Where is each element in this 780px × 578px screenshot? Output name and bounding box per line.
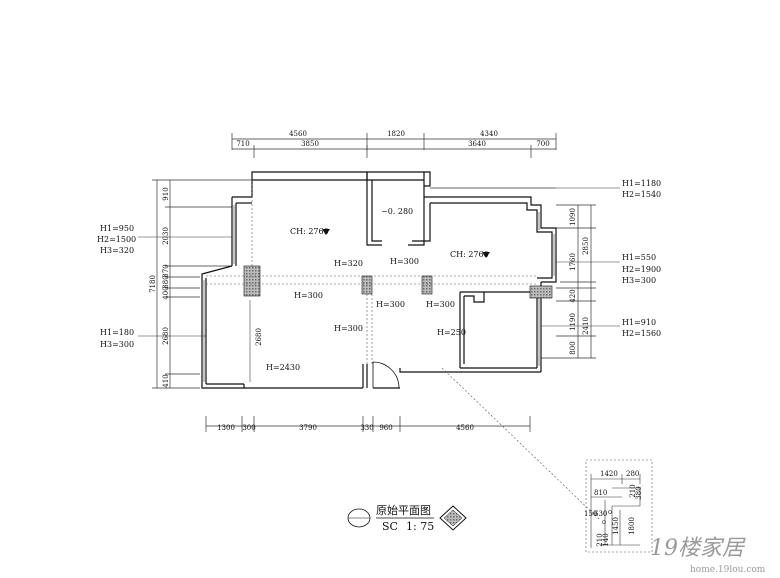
north-diamond-icon [439,505,467,531]
dim-bottom-3790: 3790 [299,424,317,432]
ceiling-height-right: CH: 2760 [450,250,489,259]
dim-left-370: 370 [162,264,170,277]
dim-wall-2680: 2680 [255,328,263,346]
detail-dim-210-a: 210 [596,533,604,546]
right-window-3-h2: H2=1560 [622,329,661,338]
dim-top-710: 710 [236,140,249,148]
detail-dim-1450: 1450 [612,517,620,535]
dim-left-910: 910 [162,187,170,200]
dim-left-2030: 2030 [162,227,170,245]
dim-top-3640: 3640 [468,140,486,148]
detail-dim-140: 140 [602,533,610,546]
dim-bottom-960: 960 [379,424,392,432]
ceiling-marker-right-icon [482,252,490,258]
right-window-1-h2: H2=1540 [622,190,661,199]
detail-dim-810: 810 [594,489,607,497]
left-window-1-h1: H1=950 [100,224,134,233]
dim-right-2850: 2850 [582,237,590,255]
detail-dim-210-b: 210 [629,484,637,497]
door-height-2430: H=2430 [266,363,300,372]
detail-dim-380: 380 [635,486,643,499]
dim-bottom-4560: 4560 [456,424,474,432]
beam-height-300-a: H=300 [390,257,419,266]
right-window-3-h1: H1=910 [622,318,656,327]
floor-level-label: −0. 280 [381,207,413,216]
right-window-2-h2: H2=1900 [622,265,661,274]
right-window-2-h3: H3=300 [622,276,656,285]
dim-bottom-1300: 1300 [217,424,235,432]
dim-right-1190: 1190 [569,313,577,331]
bottom-dimension-chain [205,416,531,432]
right-window-2-h1: H1=550 [622,253,656,262]
dim-left-380: 380 [162,275,170,288]
beam-lines [206,180,601,521]
drawing-title: 原始平面图 [376,503,431,517]
top-dimension-chains [231,133,557,158]
dim-left-400: 400 [162,286,170,299]
drawing-scale: 1: 75 [406,520,434,533]
dim-left-total: 7180 [149,275,157,293]
callout-leaders [138,187,620,337]
dim-right-800: 800 [569,341,577,354]
structural-columns [243,265,553,299]
detail-dim-1800: 1800 [628,517,636,535]
dim-top-4560: 4560 [289,130,307,138]
dim-top-700: 700 [536,140,549,148]
left-window-2-h1: H1=180 [100,328,134,337]
detail-dim-150: 150 [584,510,597,518]
scale-prefix: SC [382,520,398,533]
ceiling-marker-left-icon [322,229,330,235]
detail-dim-630: 630 [594,510,607,518]
watermark-logo: 19楼家居 [650,536,746,561]
dim-bottom-300: 300 [242,424,255,432]
right-dimension-chains [541,204,596,359]
left-window-1-h2: H2=1500 [97,235,136,244]
dim-bottom-330: 330 [360,424,373,432]
exterior-walls [201,171,557,389]
dim-top-3850: 3850 [301,140,319,148]
dim-right-1090: 1090 [569,208,577,226]
watermark-url: home.19lou.com [690,565,766,575]
beam-height-300-e: H=300 [334,324,363,333]
beam-height-300-d: H=300 [426,300,455,309]
dim-left-410: 410 [162,374,170,387]
detail-dim-1420: 1420 [600,470,618,478]
left-window-1-h3: H3=320 [100,246,134,255]
title-block: 原始平面图 SC 1: 75 [347,503,467,533]
beam-height-300-c: H=300 [376,300,405,309]
left-dimension-chains [152,179,252,389]
watermark: 19楼家居 home.19lou.com [650,536,766,575]
beam-height-250: H=250 [437,328,466,337]
dim-top-4340: 4340 [480,130,498,138]
detail-dim-280: 280 [626,470,639,478]
dim-right-420: 420 [569,289,577,302]
ceiling-height-left: CH: 2760 [290,227,329,236]
beam-height-300-b: H=300 [294,291,323,300]
left-window-2-h3: H3=300 [100,340,134,349]
right-window-1-h1: H1=1180 [622,179,661,188]
dim-top-1820: 1820 [387,130,405,138]
beam-height-320: H=320 [334,259,363,268]
detail-inset: 1420 280 810 150 630 1450 1800 210 140 2… [584,459,653,553]
